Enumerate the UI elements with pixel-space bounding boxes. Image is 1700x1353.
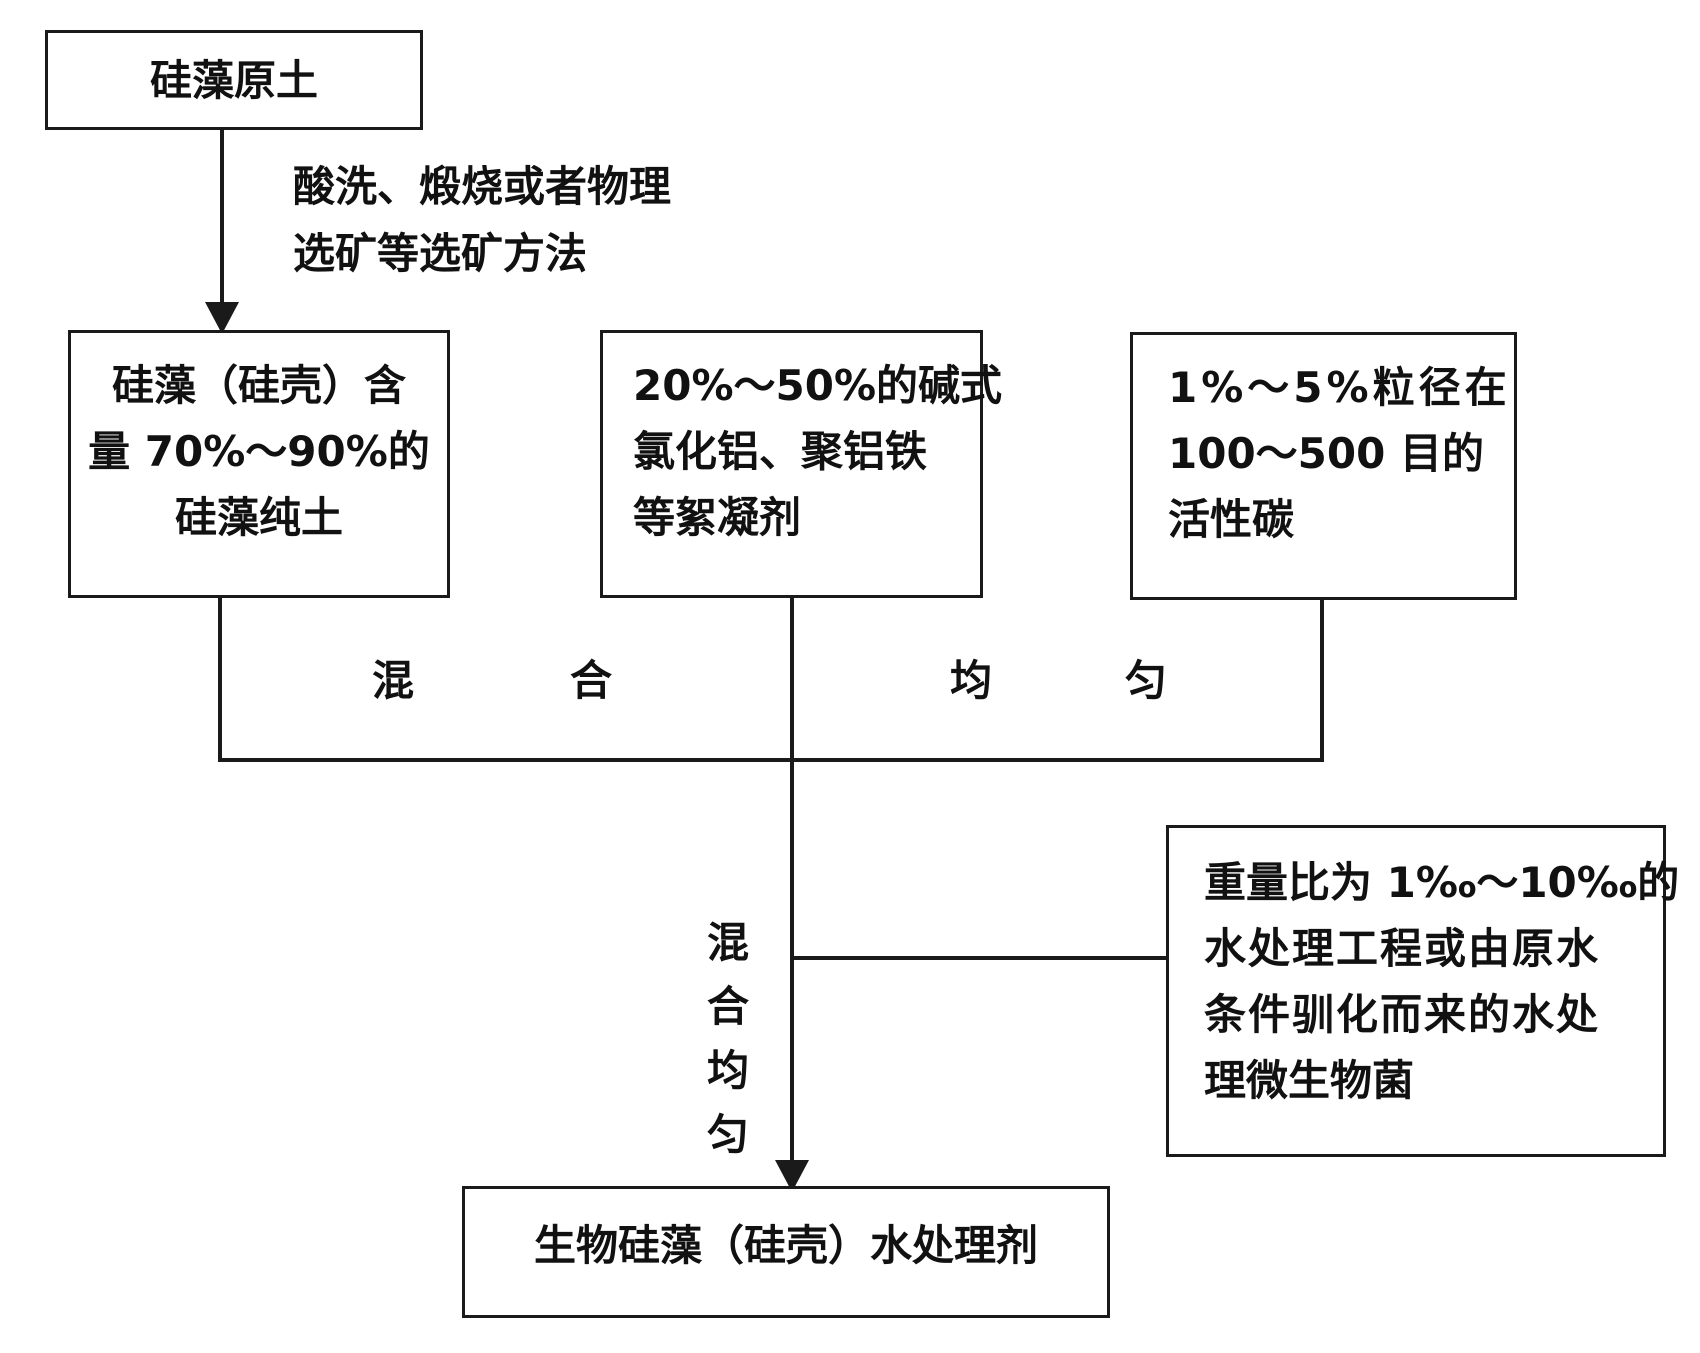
main-vertical-line bbox=[790, 598, 794, 1168]
connector-right-vertical bbox=[1320, 600, 1324, 762]
mix-horizontal-char-2: 合 bbox=[570, 656, 613, 705]
activated-carbon-line1: 1%～5%粒径在 bbox=[1168, 363, 1511, 412]
connector-left-vertical bbox=[218, 598, 222, 762]
mix-vertical-char-4: 匀 bbox=[707, 1110, 750, 1159]
mix-vertical-char-3: 均 bbox=[707, 1046, 750, 1095]
connector-microbe bbox=[792, 956, 1166, 960]
diatom-pure-soil-line3: 硅藻纯土 bbox=[174, 493, 343, 542]
flocculant-box: 20%～50%的碱式 氯化铝、聚铝铁 等絮凝剂 bbox=[600, 330, 1002, 598]
raw-material-label: 硅藻原土 bbox=[149, 56, 318, 105]
diatom-pure-soil-line1: 硅藻（硅壳）含 bbox=[111, 361, 406, 410]
activated-carbon-line3: 活性碳 bbox=[1168, 495, 1295, 544]
microbe-line2: 水处理工程或由原水 bbox=[1204, 924, 1601, 973]
raw-material-box: 硅藻原土 bbox=[45, 30, 423, 130]
mix-horizontal-char-3: 均 bbox=[950, 656, 993, 705]
arrowhead-raw-to-pure bbox=[205, 302, 239, 334]
process-step-line2: 选矿等选矿方法 bbox=[293, 229, 588, 278]
microbe-line3: 条件驯化而来的水处 bbox=[1204, 990, 1601, 1039]
microbe-line4: 理微生物菌 bbox=[1204, 1056, 1415, 1105]
arrowhead-to-product bbox=[775, 1160, 809, 1192]
mix-vertical-char-2: 合 bbox=[707, 982, 750, 1031]
activated-carbon-box: 1%～5%粒径在 100～500 目的 活性碳 bbox=[1130, 332, 1517, 600]
product-label: 生物硅藻（硅壳）水处理剂 bbox=[533, 1221, 1038, 1270]
mix-horizontal-char-4: 匀 bbox=[1125, 656, 1168, 705]
diatom-pure-soil-box: 硅藻（硅壳）含 量 70%～90%的 硅藻纯土 bbox=[68, 330, 450, 598]
product-box: 生物硅藻（硅壳）水处理剂 bbox=[462, 1186, 1110, 1318]
microbe-box: 重量比为 1‰～10‰的 水处理工程或由原水 条件驯化而来的水处 理微生物菌 bbox=[1166, 825, 1679, 1157]
arrow-raw-to-pure-shaft bbox=[220, 130, 224, 308]
mix-horizontal-char-1: 混 bbox=[372, 656, 415, 705]
microbe-line1: 重量比为 1‰～10‰的 bbox=[1204, 858, 1680, 907]
diatom-pure-soil-line2: 量 70%～90%的 bbox=[88, 427, 430, 476]
flocculant-line2: 氯化铝、聚铝铁 bbox=[633, 427, 928, 476]
mix-bracket-horizontal bbox=[218, 758, 1324, 762]
flocculant-line3: 等絮凝剂 bbox=[633, 493, 802, 542]
activated-carbon-line2: 100～500 目的 bbox=[1168, 429, 1484, 478]
process-step-line1: 酸洗、煅烧或者物理 bbox=[293, 162, 672, 211]
mix-vertical-char-1: 混 bbox=[707, 918, 750, 967]
flocculant-line1: 20%～50%的碱式 bbox=[633, 361, 1003, 410]
